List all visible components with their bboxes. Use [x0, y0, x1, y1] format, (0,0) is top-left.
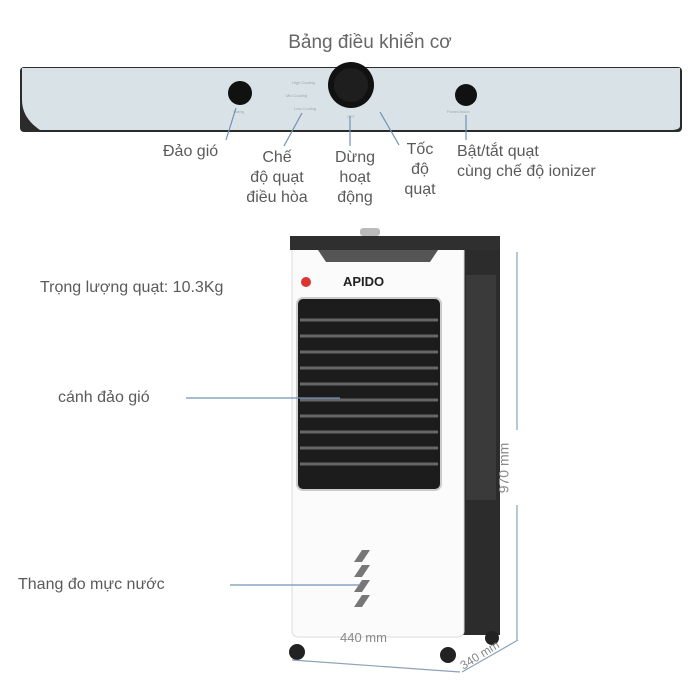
label-line: Bật/tắt quạt: [457, 143, 539, 160]
label-fan-speed: Tốc độ quạt: [395, 140, 445, 200]
svg-text:High Cooling: High Cooling: [292, 80, 315, 85]
water-gauge-label: Thang đo mực nước: [18, 576, 165, 593]
svg-text:Mid Cooling: Mid Cooling: [286, 93, 307, 98]
air-cooler: [289, 228, 500, 663]
label-ionizer: Bật/tắt quạt cùng chế độ ionizer: [457, 142, 596, 182]
label-line: Dừng: [334, 149, 376, 166]
label-line: quạt: [404, 181, 436, 198]
svg-text:Low Cooling: Low Cooling: [294, 106, 316, 111]
label-line: điều hòa: [246, 189, 308, 206]
ionizer-knob: [455, 84, 477, 106]
label-line: độ quạt: [250, 169, 304, 186]
control-leader-lines: [225, 107, 467, 147]
label-cooling-mode: Chế độ quạt điều hòa: [232, 148, 322, 208]
label-line: Tốc: [406, 141, 434, 158]
svg-text:Swing: Swing: [233, 109, 244, 114]
brand-logo: APIDO: [343, 274, 385, 289]
height-dimension: 970 mm: [495, 442, 512, 494]
label-line: Chế: [262, 149, 292, 166]
louver-label: cánh đảo gió: [58, 389, 150, 406]
label-line: hoạt: [339, 169, 371, 186]
water-gauge: [354, 550, 370, 607]
grille: [296, 297, 442, 491]
width-dimension: 440 mm: [340, 630, 387, 645]
weight-label: Trọng lượng quạt: 10.3Kg: [40, 279, 224, 296]
label-line: cùng chế độ ionizer: [457, 163, 596, 180]
svg-text:OFF: OFF: [347, 114, 356, 119]
swing-knob: [228, 81, 252, 105]
label-stop: Dừng hoạt động: [320, 148, 390, 208]
louvers: [300, 318, 438, 466]
control-panel-title: Bảng điều khiển cơ: [288, 32, 452, 53]
label-swing: Đảo gió: [163, 143, 219, 160]
label-line: độ: [411, 161, 429, 178]
label-line: động: [337, 189, 373, 206]
svg-text:Power/Anion: Power/Anion: [447, 109, 470, 114]
